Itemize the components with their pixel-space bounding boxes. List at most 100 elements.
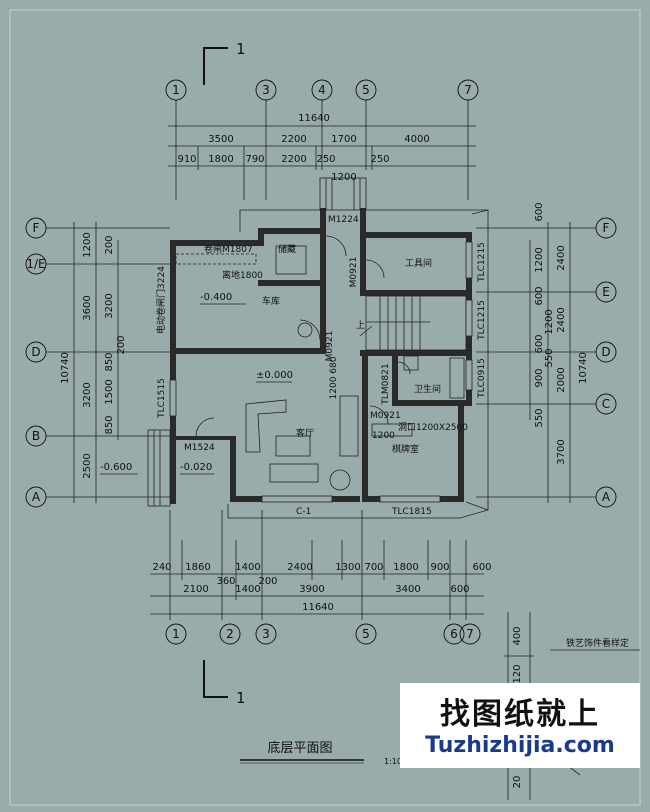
drawing-scale: 1:10 bbox=[384, 757, 402, 766]
section-marker-top: 1 bbox=[203, 40, 246, 85]
room-bathroom: 卫生间 bbox=[414, 383, 441, 395]
axis-bubbles-right: F E D C A bbox=[595, 217, 617, 508]
axis-bubbles-left: F 1/E D B A bbox=[25, 217, 47, 508]
dim-bot-2100: 2100 bbox=[183, 584, 208, 595]
dim-bot-200: 200 bbox=[258, 576, 277, 587]
watermark-url: Tuzhizhijia.com bbox=[425, 733, 615, 758]
drawing-title: 底层平面图 bbox=[267, 740, 332, 756]
level-garage: -0.400 bbox=[200, 292, 232, 303]
label-m0921c: M0921 bbox=[370, 411, 401, 421]
level-outside: -0.600 bbox=[100, 462, 132, 473]
dimensions-left: 1200 3600 10740 3200 2500 200 3200 850 2… bbox=[46, 222, 170, 503]
annotations: 卷闸M1807 离地1800 电动卷闸门3224 -0.400 ±0.000 -… bbox=[100, 215, 487, 517]
watermark-chinese: 找图纸就上 bbox=[440, 697, 600, 732]
dim-left-3600: 3600 bbox=[82, 295, 93, 320]
level-living: ±0.000 bbox=[256, 370, 293, 381]
dim-left-850a: 850 bbox=[104, 352, 115, 371]
axis-left-1E: 1/E bbox=[26, 257, 45, 271]
dim-top-2200b: 2200 bbox=[281, 154, 306, 165]
room-living: 客厅 bbox=[296, 427, 314, 439]
label-garage-door: 卷闸M1807 bbox=[204, 243, 253, 255]
staircase bbox=[359, 295, 467, 351]
axis-left-D: D bbox=[31, 345, 40, 359]
room-tool: 工具间 bbox=[405, 257, 432, 269]
axis-left-F: F bbox=[33, 221, 40, 235]
dim-right-1200a: 1200 bbox=[534, 247, 545, 272]
watermark-banner: 找图纸就上 Tuzhizhijia.com bbox=[400, 683, 640, 768]
dim-left-200b: 200 bbox=[116, 335, 127, 354]
side-dim-400: 400 bbox=[512, 626, 523, 645]
dim-right-550b: 550 bbox=[534, 408, 545, 427]
label-sill: 离地1800 bbox=[222, 269, 263, 281]
axis-right-C: C bbox=[602, 397, 610, 411]
label-opening: 洞口1200X2500 bbox=[398, 422, 468, 433]
dim-bot-700: 700 bbox=[364, 562, 383, 573]
dim-bot-360: 360 bbox=[216, 576, 235, 587]
dim-right-2400b: 2400 bbox=[556, 307, 567, 332]
dim-bot-total: 11640 bbox=[302, 602, 334, 613]
axis-right-A: A bbox=[602, 490, 611, 504]
stair-up-label: 上 bbox=[356, 320, 365, 331]
axis-left-A: A bbox=[32, 490, 41, 504]
dim-top-250b: 250 bbox=[370, 154, 389, 165]
dimensions-right: 600 1200 2400 600 2400 1200 10740 600 55… bbox=[476, 202, 596, 503]
axis-bot-3: 3 bbox=[262, 627, 270, 641]
dim-left-1500: 1500 bbox=[104, 379, 115, 404]
axis-top-4: 4 bbox=[318, 83, 326, 97]
dimensions-bottom: 240 1860 1400 2400 1300 700 1800 900 600… bbox=[150, 510, 492, 620]
label-garage-side: 电动卷闸门3224 bbox=[155, 266, 167, 334]
dim-bot-1400b: 1400 bbox=[235, 584, 260, 595]
room-chess: 棋牌室 bbox=[392, 443, 419, 455]
dim-top-2200: 2200 bbox=[281, 134, 306, 145]
dim-right-900: 900 bbox=[534, 368, 545, 387]
dim-right-10740: 10740 bbox=[578, 352, 589, 384]
doors bbox=[195, 235, 411, 437]
axis-right-F: F bbox=[603, 221, 610, 235]
label-opening-width: 1200 bbox=[372, 431, 395, 441]
label-m1224: M1224 bbox=[328, 215, 359, 225]
dim-left-3200: 3200 bbox=[82, 382, 93, 407]
drawing-title-block: 底层平面图 1:10 bbox=[240, 740, 402, 766]
dim-right-550a: 550 bbox=[544, 348, 555, 367]
dim-top-910: 910 bbox=[177, 154, 196, 165]
axis-left-B: B bbox=[32, 429, 40, 443]
dim-left-200a: 200 bbox=[104, 235, 115, 254]
dim-top-total: 11640 bbox=[298, 113, 330, 124]
dim-right-600b: 600 bbox=[534, 286, 545, 305]
label-tlc0915: TLC0915 bbox=[477, 358, 487, 399]
label-tlc1215b: TLC1215 bbox=[477, 300, 487, 341]
dim-bot-1800: 1800 bbox=[393, 562, 418, 573]
axis-bot-6: 6 bbox=[450, 627, 458, 641]
dim-top-3500: 3500 bbox=[208, 134, 233, 145]
axis-right-E: E bbox=[602, 285, 610, 299]
dim-right-1200b: 1200 bbox=[544, 309, 555, 334]
room-storage: 储藏 bbox=[278, 243, 296, 255]
drawing-border bbox=[9, 9, 641, 806]
dim-left-3200b: 3200 bbox=[104, 293, 115, 318]
dim-bot-600b: 600 bbox=[450, 584, 469, 595]
level-entry: -0.020 bbox=[180, 462, 212, 473]
axis-top-7: 7 bbox=[464, 83, 472, 97]
dim-bot-1860: 1860 bbox=[185, 562, 210, 573]
label-tlc1515: TLC1515 bbox=[157, 378, 167, 419]
dim-left-1200: 1200 bbox=[82, 232, 93, 257]
section-marker-bottom-label: 1 bbox=[236, 689, 246, 707]
section-marker-top-label: 1 bbox=[236, 40, 246, 58]
axis-right-D: D bbox=[601, 345, 610, 359]
room-labels: 储藏 工具间 车库 卫生间 客厅 棋牌室 上 bbox=[262, 243, 441, 455]
dim-bot-900: 900 bbox=[430, 562, 449, 573]
dim-right-600c: 600 bbox=[534, 334, 545, 353]
axis-bot-1: 1 bbox=[172, 627, 180, 641]
room-garage: 车库 bbox=[262, 295, 280, 307]
dim-bot-240: 240 bbox=[152, 562, 171, 573]
axis-top-3: 3 bbox=[262, 83, 270, 97]
side-dim-20: 20 bbox=[512, 776, 523, 789]
dim-bot-3900: 3900 bbox=[299, 584, 324, 595]
dim-top-790: 790 bbox=[245, 154, 264, 165]
side-dim-120: 120 bbox=[512, 664, 523, 683]
label-tlc1815: TLC1815 bbox=[391, 507, 432, 517]
label-tlm0821: TLM0821 bbox=[381, 363, 391, 405]
dim-left-10740: 10740 bbox=[60, 352, 71, 384]
furniture bbox=[245, 245, 465, 491]
